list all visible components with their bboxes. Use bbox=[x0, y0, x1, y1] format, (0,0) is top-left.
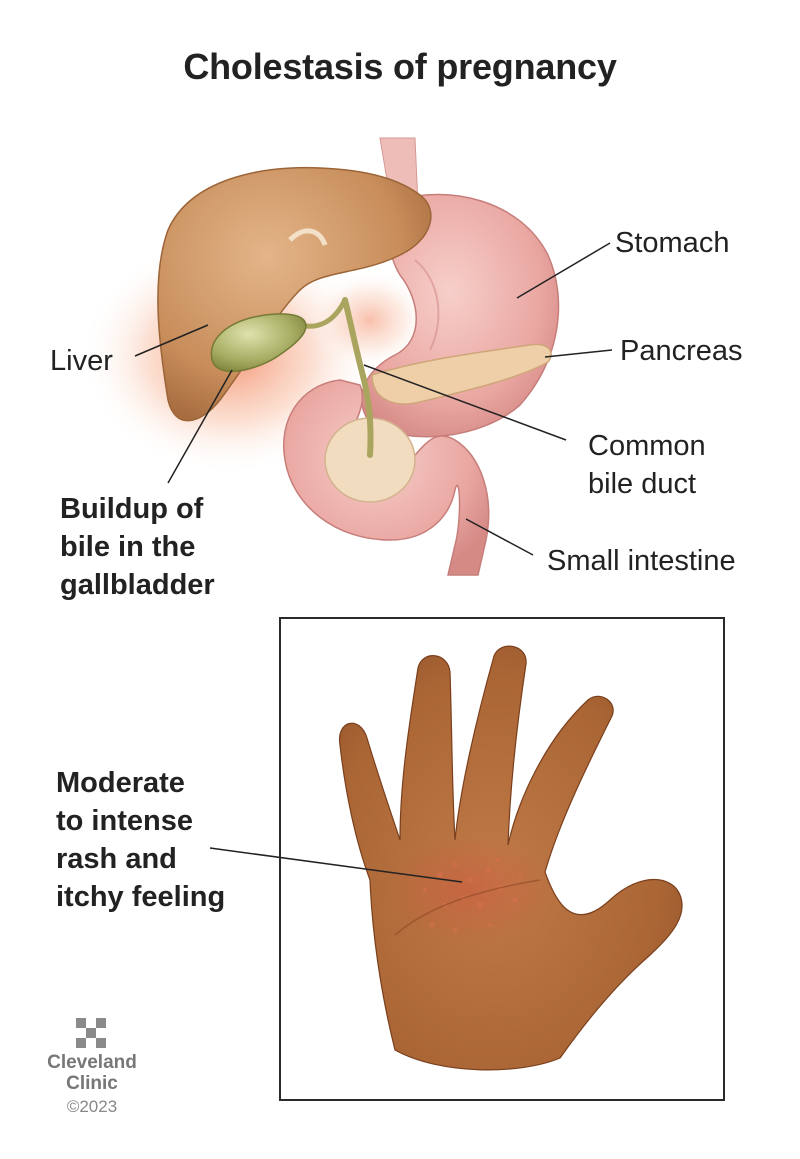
rash-line-4: itchy feeling bbox=[56, 881, 226, 913]
liver-leader-line bbox=[134, 324, 209, 357]
stomach-fold bbox=[414, 259, 440, 351]
gallbladder-buildup-line-1: Buildup of bbox=[60, 493, 204, 525]
common-bile-duct-line-2: bile duct bbox=[588, 468, 697, 500]
gallbladder-shape bbox=[210, 313, 307, 373]
stomach-label: Stomach bbox=[615, 227, 730, 259]
liver-ligament bbox=[288, 228, 328, 246]
rash-line-2: to intense bbox=[56, 805, 193, 837]
stomach-leader-line bbox=[516, 242, 611, 299]
rash-label: Moderate to intense rash and itchy feeli… bbox=[56, 764, 225, 916]
rash-line-1: Moderate bbox=[56, 767, 185, 799]
pancreas-shape bbox=[371, 343, 552, 405]
hand-frame-box bbox=[279, 617, 725, 1101]
rash-leader-line bbox=[209, 847, 463, 883]
page-title: Cholestasis of pregnancy bbox=[183, 46, 617, 87]
common-bile-duct-line-1: Common bbox=[588, 430, 706, 462]
gallbladder-buildup-line-2: bile in the bbox=[60, 531, 196, 563]
small-intestine-leader-line bbox=[465, 518, 534, 556]
logo-name-line-1: Cleveland bbox=[47, 1052, 137, 1073]
liver-label: Liver bbox=[50, 345, 113, 377]
common-bile-duct-path bbox=[342, 297, 374, 458]
rash-patch bbox=[385, 835, 555, 945]
gallbladder-leader-line bbox=[167, 369, 233, 484]
pancreas-label: Pancreas bbox=[620, 335, 743, 367]
small-intestine-label: Small intestine bbox=[547, 545, 736, 577]
gallbladder-buildup-label: Buildup of bile in the gallbladder bbox=[60, 490, 215, 604]
palm-crease bbox=[394, 879, 541, 936]
logo-name-line-2: Clinic bbox=[66, 1073, 118, 1094]
common-bile-duct-leader-line bbox=[363, 364, 567, 441]
pancreas-leader-line bbox=[544, 349, 613, 358]
inflammation-glow-secondary bbox=[310, 270, 430, 370]
copyright-text: ©2023 bbox=[66, 1097, 118, 1116]
common-bile-duct-label: Common bile duct bbox=[588, 427, 706, 503]
cleveland-clinic-logo: Cleveland Clinic ©2023 bbox=[42, 1052, 142, 1118]
gallbladder-buildup-line-3: gallbladder bbox=[60, 569, 215, 601]
rash-line-3: rash and bbox=[56, 843, 177, 875]
cleveland-clinic-cross-icon bbox=[76, 1018, 106, 1048]
